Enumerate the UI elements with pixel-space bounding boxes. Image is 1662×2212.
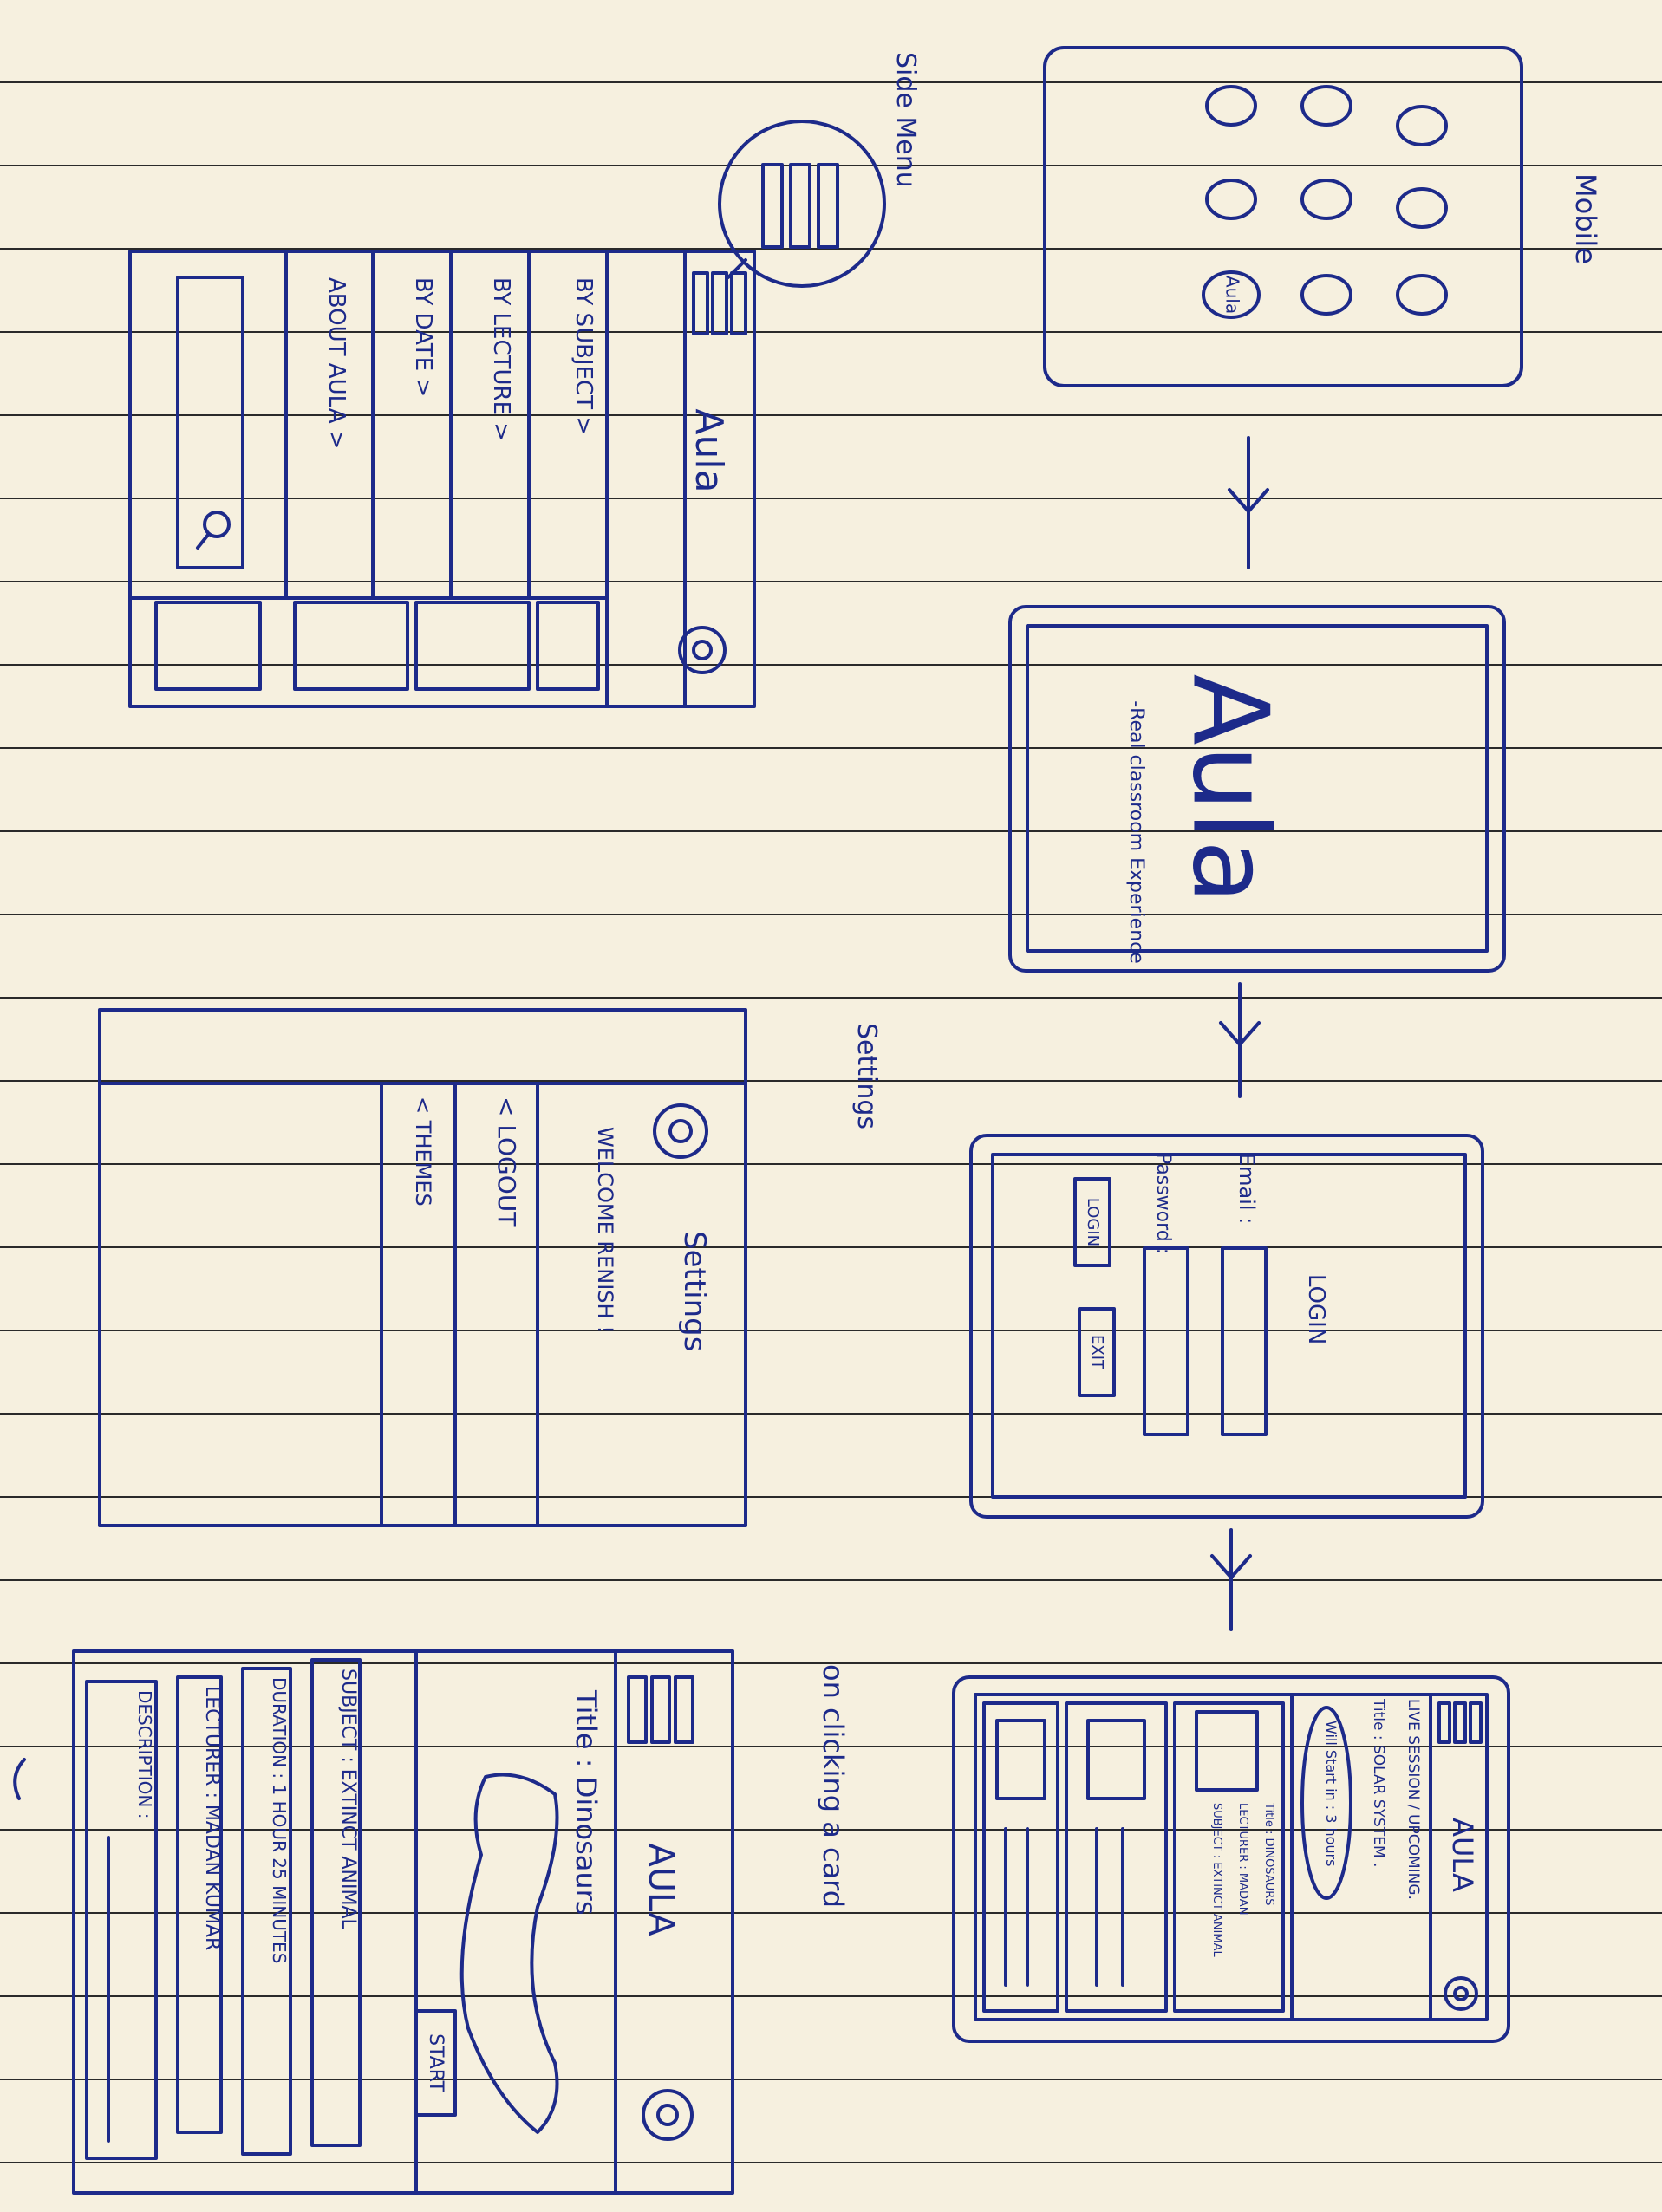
mobile-home-screen: Aula Mobile — [1043, 46, 1602, 387]
search-icon[interactable] — [196, 511, 231, 550]
email-label: Email : — [1235, 1153, 1259, 1224]
aula-app-label: Aula — [1222, 276, 1243, 314]
card-thumbnail — [1086, 1719, 1146, 1800]
menu-item-by-date[interactable]: BY DATE > — [410, 277, 436, 397]
settings-screen: Settings Settings WELCOME RENISH ! < LOG… — [98, 1008, 882, 1527]
detail-description: DESCRIPTION : — [134, 1690, 155, 1818]
gear-icon[interactable] — [1444, 1976, 1478, 2011]
login-outer-frame — [969, 1134, 1484, 1519]
splash-screen: Aula -Real classroom Experience — [1008, 605, 1506, 973]
feed-screen: AULA LIVE SESSION / UPCOMING. Title : SO… — [952, 1675, 1510, 2043]
splash-tagline: -Real classroom Experience — [1125, 700, 1147, 964]
detail-item-title: Title : Dinosaurs — [570, 1689, 603, 1915]
lecturer-field — [176, 1675, 223, 2134]
card-subject: SUBJECT : EXTINCT ANIMAL — [1210, 1803, 1223, 1957]
feed-card-behind-drawer — [414, 601, 531, 691]
on-click-section-label: on clicking a card — [817, 1664, 850, 1908]
menu-item-by-subject[interactable]: BY SUBJECT > — [570, 277, 596, 435]
themes-option[interactable]: < THEMES — [411, 1096, 435, 1207]
splash-outer-frame — [1008, 605, 1506, 973]
email-field[interactable] — [1221, 1246, 1268, 1436]
gear-icon[interactable] — [642, 2089, 694, 2141]
feed-outer-frame — [952, 1675, 1510, 2043]
live-countdown-badge — [1300, 1706, 1352, 1900]
app-icon-grid — [1202, 85, 1448, 319]
aula-app-icon[interactable] — [1202, 270, 1261, 319]
app-icon — [1300, 85, 1352, 127]
app-icon — [1396, 105, 1448, 146]
app-icon — [1205, 85, 1257, 127]
card-title: Title : DINOSAURS — [1262, 1802, 1275, 1906]
settings-section-label: Settings — [851, 1023, 882, 1129]
settings-welcome: WELCOME RENISH ! — [593, 1127, 617, 1334]
feed-card-featured[interactable] — [1173, 1701, 1285, 2013]
app-icon — [1396, 274, 1448, 316]
arrow-icon — [1219, 982, 1261, 1098]
login-button[interactable] — [1073, 1177, 1111, 1267]
password-field[interactable] — [1143, 1246, 1189, 1436]
gear-icon[interactable] — [678, 626, 727, 674]
login-button-label: LOGIN — [1084, 1198, 1102, 1246]
side-menu-title: Aula — [687, 408, 731, 492]
start-button-label: START — [425, 2033, 446, 2092]
detail-frame — [72, 1649, 734, 2195]
arrow-icon — [1210, 1528, 1252, 1631]
dinosaur-illustration — [459, 1773, 559, 2134]
feed-card[interactable] — [982, 1701, 1059, 2013]
feed-card-behind-drawer — [536, 601, 600, 691]
feed-card-behind-drawer — [154, 601, 262, 691]
hamburger-icon — [761, 163, 839, 249]
gear-icon[interactable] — [653, 1103, 708, 1159]
search-input[interactable] — [176, 276, 244, 569]
login-screen: LOGIN Email : Password : LOGIN EXIT — [969, 1134, 1484, 1519]
feed-title: AULA — [1446, 1818, 1479, 1892]
card-thumbnail — [1195, 1710, 1259, 1792]
app-icon — [1300, 179, 1352, 220]
card-lecturer: LECTURER : MADAN — [1236, 1803, 1249, 1915]
app-icon — [1300, 274, 1352, 316]
menu-item-about-aula[interactable]: ABOUT AULA > — [323, 277, 349, 450]
exit-button-label: EXIT — [1088, 1335, 1106, 1370]
arrow-icon — [1228, 436, 1269, 569]
feed-card[interactable] — [1065, 1701, 1168, 2013]
app-icon — [1396, 187, 1448, 229]
phone-frame — [1043, 46, 1523, 387]
logout-option[interactable]: < LOGOUT — [492, 1096, 521, 1227]
subject-field — [310, 1658, 362, 2147]
feed-inner-frame — [974, 1693, 1489, 2021]
card-thumbnail — [995, 1719, 1046, 1800]
splash-logo: Aula — [1169, 673, 1289, 903]
app-icon — [1205, 179, 1257, 220]
live-starts: Will Start in : 3 hours — [1323, 1721, 1339, 1866]
settings-frame — [98, 1008, 747, 1527]
detail-subject: SUBJECT : EXTINCT ANIMAL — [337, 1669, 359, 1930]
settings-title: Settings — [677, 1231, 712, 1351]
splash-inner-frame — [1026, 624, 1489, 953]
detail-title: AULA — [641, 1843, 681, 1936]
feed-card-behind-drawer — [293, 601, 409, 691]
hamburger-icon[interactable] — [692, 271, 747, 335]
exit-button[interactable] — [1078, 1307, 1116, 1397]
live-heading: LIVE SESSION / UPCOMING. — [1405, 1699, 1422, 1900]
hamburger-icon[interactable] — [627, 1675, 694, 1744]
hamburger-zoom-callout — [718, 120, 886, 288]
side-menu-screen: Side Menu Aula BY SUBJECT > BY LECTURE >… — [128, 52, 921, 708]
side-menu-frame — [128, 250, 756, 708]
mobile-section-label: Mobile — [1569, 173, 1602, 264]
detail-duration: DURATION : 1 HOUR 25 MINUTES — [269, 1677, 290, 1963]
password-label: Password : — [1152, 1153, 1174, 1254]
side-menu-section-label: Side Menu — [890, 52, 921, 188]
menu-item-by-lecture[interactable]: BY LECTURE > — [488, 277, 514, 441]
margin-curve — [13, 1758, 26, 1800]
duration-field — [241, 1667, 292, 2156]
login-inner-frame — [991, 1153, 1467, 1499]
hamburger-icon[interactable] — [1437, 1701, 1483, 1744]
detail-lecturer: LECTURER : MADAN KUMAR — [201, 1686, 223, 1950]
login-title: LOGIN — [1303, 1274, 1329, 1344]
description-field — [85, 1680, 158, 2160]
live-title: Title : SOLAR SYSTEM . — [1370, 1698, 1387, 1867]
detail-screen: on clicking a card AULA Title : Dinosaur… — [72, 1649, 850, 2195]
